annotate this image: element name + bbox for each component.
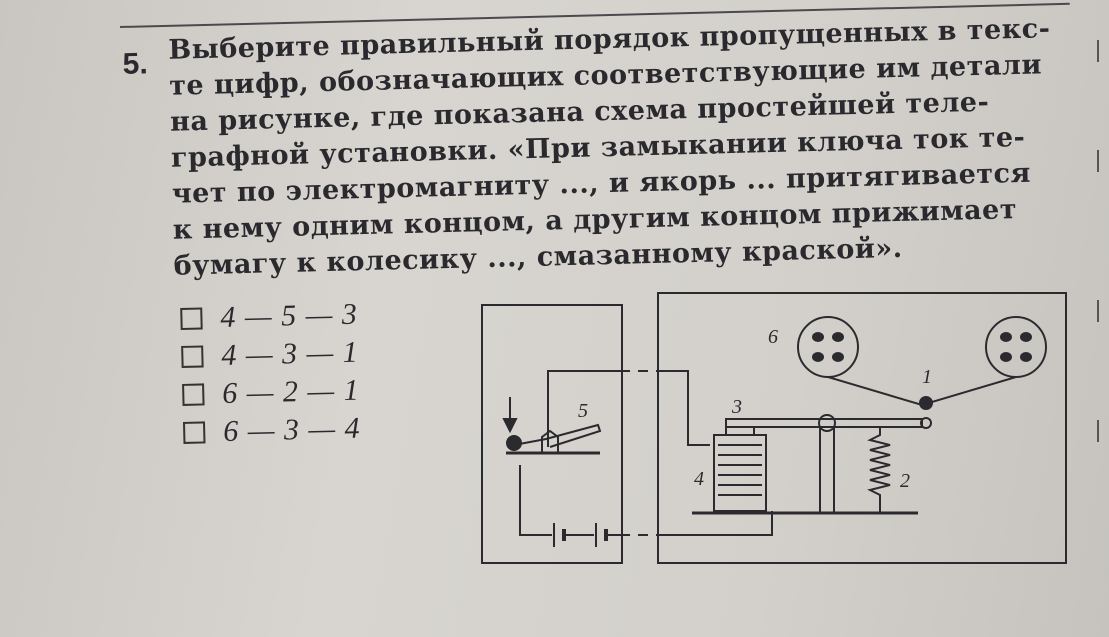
spring <box>867 427 891 513</box>
answer-option[interactable]: 6 — 2 — 1 <box>182 370 423 414</box>
tape-reel-right <box>985 316 1047 378</box>
reel-hole <box>832 332 844 342</box>
reel-hole <box>1020 352 1032 362</box>
answer-option[interactable]: 4 — 3 — 1 <box>181 332 422 376</box>
answer-label: 4 — 3 — 1 <box>220 335 360 373</box>
coil-core-top <box>725 426 755 436</box>
answer-options: 4 — 5 — 3 4 — 3 — 1 6 — 2 — 1 6 — 3 — 4 <box>180 294 424 452</box>
answer-option[interactable]: 6 — 3 — 4 <box>182 408 424 452</box>
wire-to-coil <box>662 511 773 536</box>
reel-hole <box>1000 352 1012 362</box>
reel-hole <box>812 352 824 362</box>
figure-label-6: 6 <box>768 326 778 348</box>
answer-label: 6 — 3 — 4 <box>222 411 361 448</box>
question-number: 5. <box>122 47 149 81</box>
reel-hole <box>1020 332 1032 342</box>
figure-label-3: 3 <box>731 396 742 418</box>
lever-end <box>920 417 932 429</box>
answer-checkbox[interactable] <box>182 421 206 444</box>
figure-label-2: 2 <box>900 470 910 492</box>
electromagnet-coil <box>713 434 767 512</box>
wire-top-left <box>547 370 620 447</box>
armature-lever <box>725 418 923 428</box>
reel-hole <box>812 332 824 342</box>
key-lever[interactable] <box>513 423 602 448</box>
figure-label-5: 5 <box>578 400 588 422</box>
key-panel-frame <box>481 304 623 564</box>
key-pivot <box>541 429 559 454</box>
answer-option[interactable]: 4 — 5 — 3 <box>180 294 421 338</box>
answer-checkbox[interactable] <box>181 345 204 368</box>
answer-label: 4 — 5 — 3 <box>220 297 359 335</box>
figure-label-4: 4 <box>694 468 704 490</box>
answer-checkbox[interactable] <box>180 307 203 330</box>
reel-hole <box>1000 332 1012 342</box>
tape-reel-left <box>797 316 859 378</box>
answer-label: 6 — 2 — 1 <box>221 373 361 410</box>
ink-wheel <box>919 396 933 410</box>
reel-hole <box>832 352 844 362</box>
figure-label-1: 1 <box>922 366 932 388</box>
receiver-panel-frame <box>657 292 1067 564</box>
support-post <box>819 427 835 513</box>
wire-bottom-left <box>519 465 552 536</box>
press-arrow-head-icon <box>502 418 518 434</box>
telegraph-diagram: 1 2 3 4 5 6 <box>481 292 1067 564</box>
support-pivot <box>818 414 836 432</box>
wire-top-right <box>660 370 710 446</box>
answer-checkbox[interactable] <box>182 383 205 406</box>
key-knob[interactable] <box>506 435 522 451</box>
